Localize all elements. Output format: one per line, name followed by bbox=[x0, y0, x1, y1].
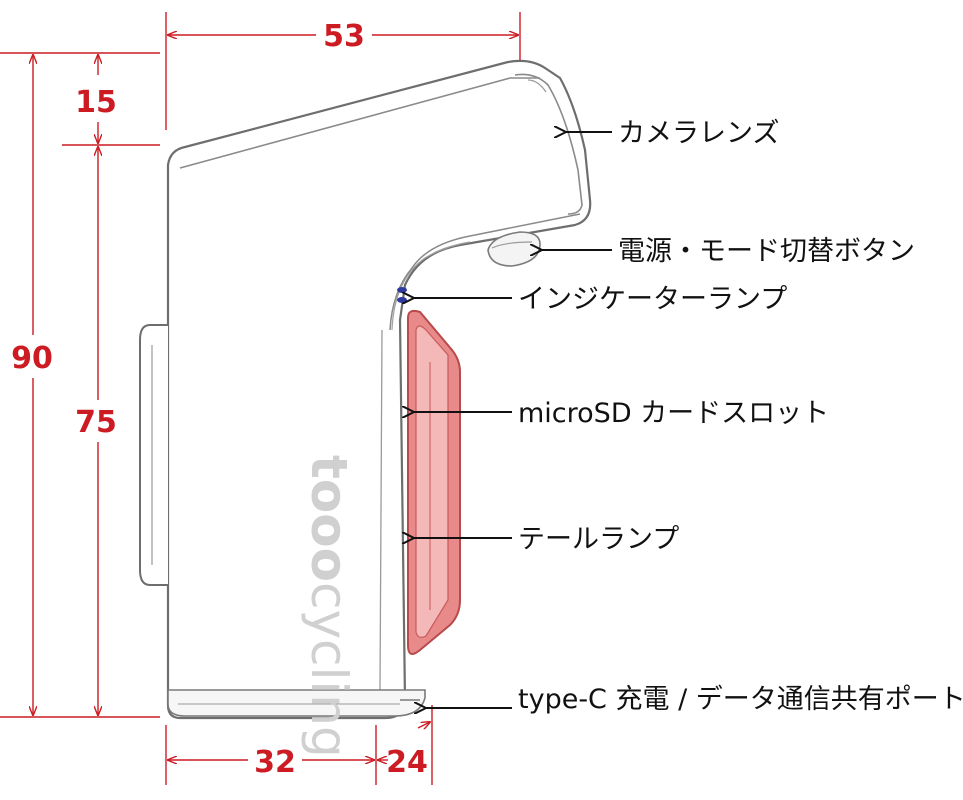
dim-top-width: 53 bbox=[323, 19, 365, 54]
dim-24-right bbox=[417, 722, 430, 728]
dim-body-height: 75 bbox=[75, 405, 117, 440]
dim-total-height: 90 bbox=[11, 341, 53, 376]
neck-curve bbox=[389, 213, 581, 331]
front-edge bbox=[379, 329, 383, 691]
dim-top-offset: 15 bbox=[75, 85, 117, 120]
camera-head-inner bbox=[527, 79, 547, 93]
indicator-dot-top bbox=[397, 287, 407, 293]
side-clip bbox=[139, 324, 168, 586]
callout-camera-lens: カメラレンズ bbox=[618, 118, 779, 149]
brand-light: cycling bbox=[300, 582, 358, 758]
tail-lamp bbox=[407, 309, 461, 655]
dimension-lines: 53 15 90 75 32 24 bbox=[0, 12, 521, 785]
callout-tail-lamp: テールランプ bbox=[518, 524, 679, 555]
brand-bold: tooo bbox=[300, 455, 358, 582]
device-body bbox=[166, 59, 592, 720]
brand-mark: tooocycling bbox=[300, 455, 358, 758]
dim-bottom-width: 32 bbox=[254, 745, 296, 780]
indicator-dot-bottom bbox=[397, 297, 407, 303]
callout-microsd-slot: microSD カードスロット bbox=[518, 398, 829, 429]
bottom-base bbox=[167, 689, 426, 717]
dim-bottom-depth: 24 bbox=[386, 745, 428, 780]
device-illustration: tooocycling bbox=[139, 59, 592, 758]
svg-text:tooocycling: tooocycling bbox=[300, 455, 358, 758]
callout-usb-port: type-C 充電 / データ通信共有ポート bbox=[518, 684, 963, 715]
callout-indicator-lamp: インジケーターランプ bbox=[518, 284, 787, 315]
top-bevel bbox=[179, 77, 540, 169]
camera-head-face bbox=[514, 73, 583, 215]
neck-inner-curve bbox=[391, 241, 471, 331]
callout-power-mode-button: 電源・モード切替ボタン bbox=[618, 236, 915, 267]
callouts: カメラレンズ 電源・モード切替ボタン インジケーターランプ microSD カー… bbox=[414, 118, 963, 715]
